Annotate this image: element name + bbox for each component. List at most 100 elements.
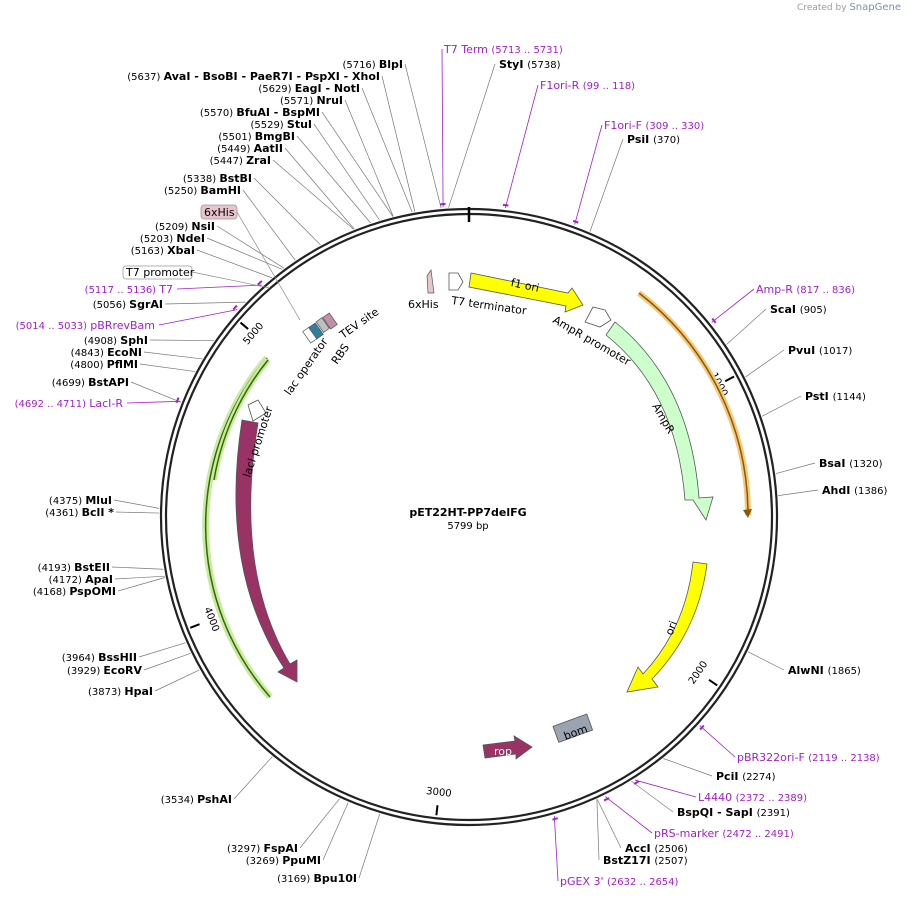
restriction-site[interactable]: (4800) PflMI bbox=[70, 358, 138, 371]
site-leader bbox=[747, 651, 785, 671]
restriction-site[interactable]: PvuI (1017) bbox=[788, 344, 852, 357]
restriction-site[interactable]: (3169) Bpu10I bbox=[277, 872, 357, 885]
site-position: (4375) bbox=[49, 496, 85, 507]
primer-label[interactable]: pGEX 3' (2632 .. 2654) bbox=[560, 875, 679, 888]
restriction-site[interactable]: (4361) BclI * bbox=[45, 506, 114, 519]
restriction-site[interactable]: (3964) BssHII bbox=[62, 651, 137, 664]
site-position: (5209) bbox=[155, 222, 191, 233]
restriction-site[interactable]: (5056) SgrAI bbox=[93, 298, 163, 311]
amp-arc-arrow bbox=[743, 509, 752, 518]
site-text: StyI (5738) bbox=[499, 58, 561, 71]
tick-mark bbox=[189, 623, 200, 629]
restriction-site[interactable]: ScaI (905) bbox=[770, 303, 827, 316]
restriction-site[interactable]: (3929) EcoRV bbox=[67, 664, 142, 677]
restriction-site[interactable]: PsiI (370) bbox=[627, 133, 680, 146]
primer-label[interactable]: pBR322ori-F (2119 .. 2138) bbox=[737, 751, 880, 764]
primer-name: pRS-marker bbox=[654, 827, 722, 840]
primer-name: pBR322ori-F bbox=[737, 751, 808, 764]
site-position: (5716) bbox=[342, 60, 378, 71]
site-leader bbox=[775, 462, 816, 474]
restriction-site[interactable]: AccI (2506) bbox=[625, 842, 688, 855]
restriction-site[interactable]: (5501) BmgBI bbox=[218, 130, 295, 143]
restriction-site[interactable]: (4908) SphI bbox=[84, 334, 148, 347]
primer-label[interactable]: Amp-R (817 .. 836) bbox=[756, 283, 855, 296]
restriction-site[interactable]: AlwNI (1865) bbox=[788, 664, 861, 677]
restriction-site[interactable]: (4375) MluI bbox=[49, 494, 112, 507]
restriction-site[interactable]: BsaI (1320) bbox=[819, 457, 883, 470]
restriction-site[interactable]: PciI (2274) bbox=[716, 770, 776, 783]
restriction-site[interactable]: (4699) BstAPI bbox=[52, 376, 129, 389]
restriction-site[interactable]: StyI (5738) bbox=[499, 58, 561, 71]
feature-ampr[interactable] bbox=[605, 321, 714, 521]
restriction-site[interactable]: BstZ17I (2507) bbox=[603, 854, 688, 867]
restriction-site[interactable]: (5529) StuI bbox=[250, 118, 312, 131]
restriction-site[interactable]: (4193) BstEII bbox=[38, 561, 110, 574]
site-leader bbox=[344, 99, 394, 217]
site-leader bbox=[381, 75, 416, 212]
feature-bom[interactable] bbox=[552, 713, 594, 743]
site-text: (5449) AatII bbox=[217, 142, 283, 155]
primer-label[interactable]: F1ori-F (309 .. 330) bbox=[604, 119, 704, 132]
site-text: (5571) NruI bbox=[280, 94, 343, 107]
restriction-site[interactable]: (4172) ApaI bbox=[49, 573, 113, 586]
site-position: (3297) bbox=[227, 844, 263, 855]
restriction-site[interactable]: (5163) XbaI bbox=[131, 244, 195, 257]
restriction-site[interactable]: (5250) BamHI bbox=[164, 184, 241, 197]
restriction-site[interactable]: (3534) PshAI bbox=[161, 793, 232, 806]
feature-rbs[interactable] bbox=[315, 317, 330, 333]
primer-range: (5713 .. 5731) bbox=[491, 45, 563, 56]
restriction-site[interactable]: (5203) NdeI bbox=[140, 232, 205, 245]
primer-label[interactable]: F1ori-R (99 .. 118) bbox=[540, 79, 635, 92]
site-text: (5250) BamHI bbox=[164, 184, 241, 197]
feature-ampr-promoter[interactable] bbox=[584, 306, 612, 328]
feature-t7-terminator[interactable] bbox=[448, 272, 464, 291]
site-position: (1320) bbox=[849, 459, 882, 470]
restriction-site[interactable]: (5449) AatII bbox=[217, 142, 283, 155]
primer-label[interactable]: (5117 .. 5136) T7 bbox=[85, 283, 173, 296]
restriction-site[interactable]: (5571) NruI bbox=[280, 94, 343, 107]
feature-rop[interactable] bbox=[482, 735, 533, 760]
restriction-site[interactable]: (3269) PpuMI bbox=[246, 854, 321, 867]
feature-f1-ori-label: f1 ori bbox=[510, 276, 541, 295]
feature-lac-operator[interactable] bbox=[308, 322, 324, 340]
restriction-site[interactable]: PstI (1144) bbox=[805, 390, 866, 403]
site-name: NsiI bbox=[191, 220, 215, 233]
site-text: (5163) XbaI bbox=[131, 244, 195, 257]
primer-label[interactable]: T7 Term (5713 .. 5731) bbox=[443, 43, 563, 56]
restriction-site[interactable]: (5629) EagI - NotI bbox=[258, 82, 360, 95]
restriction-site[interactable]: (5447) ZraI bbox=[210, 154, 271, 167]
restriction-site[interactable]: AhdI (1386) bbox=[822, 484, 887, 497]
leader-t7-promoter bbox=[191, 271, 271, 289]
site-position: (5338) bbox=[183, 174, 219, 185]
primer-leader bbox=[699, 725, 736, 758]
feature-laci[interactable] bbox=[235, 419, 298, 683]
site-text: (5637) AvaI - BsoBI - PaeR7I - PspXI - X… bbox=[127, 70, 380, 83]
restriction-site[interactable]: (5637) AvaI - BsoBI - PaeR7I - PspXI - X… bbox=[127, 70, 380, 83]
restriction-site[interactable]: (4168) PspOMI bbox=[33, 585, 116, 598]
feature-f1-ori[interactable] bbox=[468, 272, 584, 313]
feature-tev-site[interactable] bbox=[322, 312, 338, 330]
primer-label[interactable]: (4692 .. 4711) LacI-R bbox=[15, 397, 124, 410]
restriction-site[interactable]: BspQI - SapI (2391) bbox=[677, 806, 790, 819]
primer-label[interactable]: (5014 .. 5033) pBRrevBam bbox=[16, 319, 155, 332]
site-leader bbox=[726, 308, 767, 345]
restriction-site[interactable]: (5570) BfuAI - BspMI bbox=[200, 106, 320, 119]
feature-6xhis[interactable] bbox=[426, 269, 435, 294]
site-position: (5447) bbox=[210, 156, 246, 167]
site-name: PsiI bbox=[627, 133, 653, 146]
site-position: (5571) bbox=[280, 96, 316, 107]
feature-tev-site-label: TEV site bbox=[336, 305, 381, 342]
restriction-site[interactable]: (4843) EcoNI bbox=[71, 346, 142, 359]
restriction-site[interactable]: (5716) BlpI bbox=[342, 58, 403, 71]
primer-name: L4440 bbox=[698, 791, 736, 804]
site-leader bbox=[296, 135, 371, 224]
restriction-site[interactable]: (3297) FspAI bbox=[227, 842, 298, 855]
restriction-site[interactable]: (5209) NsiI bbox=[155, 220, 215, 233]
feature-ori[interactable] bbox=[626, 561, 708, 693]
site-text: PvuI (1017) bbox=[788, 344, 852, 357]
restriction-site[interactable]: (5338) BstBI bbox=[183, 172, 252, 185]
feature-laci-promoter[interactable] bbox=[247, 399, 267, 422]
primer-label[interactable]: L4440 (2372 .. 2389) bbox=[698, 791, 807, 804]
restriction-site[interactable]: (3873) HpaI bbox=[88, 685, 153, 698]
primer-label[interactable]: pRS-marker (2472 .. 2491) bbox=[654, 827, 794, 840]
